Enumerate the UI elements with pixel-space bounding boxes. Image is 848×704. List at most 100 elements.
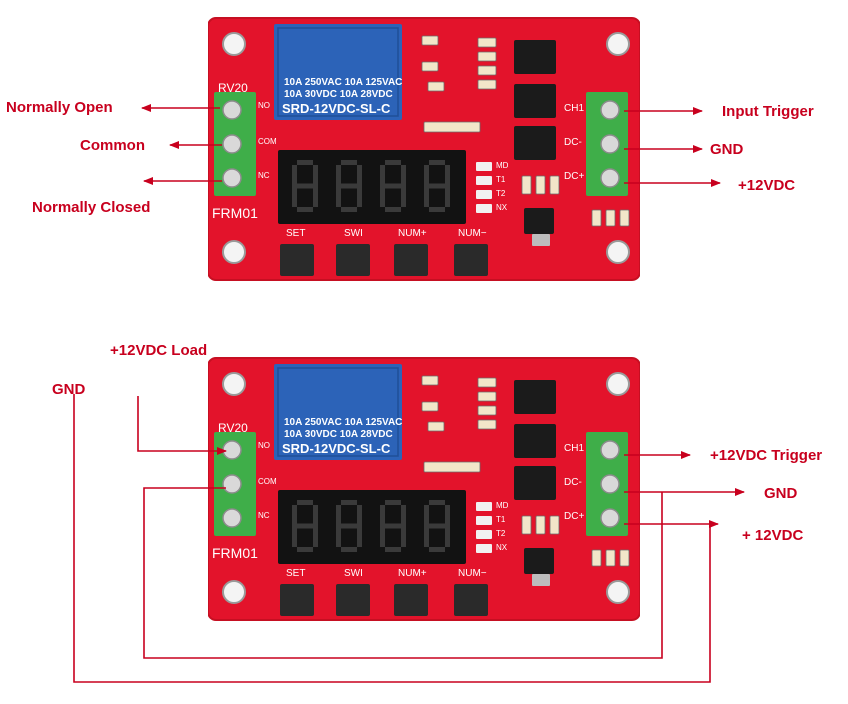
label-normally-open: Normally Open	[6, 99, 113, 116]
display-segment	[341, 160, 357, 165]
display-segment	[429, 160, 445, 165]
ic-chip	[514, 126, 556, 160]
wire-load	[137, 396, 227, 455]
label-common: Common	[80, 137, 145, 154]
display-segment	[385, 523, 401, 529]
terminal-screw	[600, 474, 620, 494]
relay-body	[274, 24, 402, 120]
num-minus-button[interactable]	[454, 244, 488, 276]
regulator-tab	[532, 234, 550, 246]
num-plus-button[interactable]	[394, 584, 428, 616]
display-segment	[401, 165, 406, 186]
display-segment	[385, 183, 401, 189]
display-segment	[380, 165, 385, 186]
display-segment	[424, 505, 429, 526]
display-segment	[297, 160, 313, 165]
display-segment	[429, 207, 445, 212]
display-segment	[336, 526, 341, 547]
display-segment	[429, 500, 445, 505]
display-segment	[313, 505, 318, 526]
dc-plus-label: DC+	[564, 511, 585, 522]
display-segment	[445, 526, 450, 547]
label-12vdc-bottom: + 12VDC	[742, 527, 804, 544]
display-segment	[341, 523, 357, 529]
frm-label: FRM01	[212, 545, 258, 561]
num-plus-label: NUM+	[398, 568, 427, 579]
t2-label: T2	[496, 529, 506, 538]
display-segment	[297, 183, 313, 189]
display-segment	[341, 500, 357, 505]
relay-rating-2: 10A 30VDC 10A 28VDC	[284, 89, 393, 100]
terminal-screw	[600, 134, 620, 154]
swi-button[interactable]	[336, 584, 370, 616]
t2-label: T2	[496, 189, 506, 198]
relay-rating-1: 10A 250VAC 10A 125VAC	[284, 417, 403, 428]
label-gnd-top: GND	[710, 141, 744, 158]
label-gnd-left: GND	[52, 381, 86, 398]
no-label: NO	[258, 101, 270, 110]
board-graphic	[208, 357, 640, 621]
md-label: MD	[496, 161, 509, 170]
display-segment	[401, 505, 406, 526]
num-plus-button[interactable]	[394, 244, 428, 276]
display-segment	[341, 547, 357, 552]
num-minus-button[interactable]	[454, 584, 488, 616]
display-segment	[297, 523, 313, 529]
mount-hole	[222, 32, 246, 56]
display-segment	[380, 186, 385, 207]
display-segment	[380, 505, 385, 526]
relay-rating-2: 10A 30VDC 10A 28VDC	[284, 429, 393, 440]
terminal-screw	[222, 508, 242, 528]
com-label: COM	[258, 477, 277, 486]
rv-label: RV20	[218, 81, 248, 95]
terminal-screw	[222, 474, 242, 494]
num-minus-label: NUM−	[458, 568, 487, 579]
nx-label: NX	[496, 543, 508, 552]
seven-segment-display	[278, 490, 466, 564]
display-segment	[401, 186, 406, 207]
set-button[interactable]	[280, 244, 314, 276]
dc-minus-label: DC-	[564, 137, 582, 148]
t1-label: T1	[496, 515, 506, 524]
label-12vdc-top: +12VDC	[738, 177, 796, 194]
swi-button[interactable]	[336, 244, 370, 276]
display-segment	[357, 165, 362, 186]
display-segment	[429, 547, 445, 552]
display-segment	[357, 186, 362, 207]
display-segment	[292, 186, 297, 207]
display-segment	[385, 547, 401, 552]
terminal-screw	[600, 100, 620, 120]
display-segment	[445, 505, 450, 526]
display-segment	[424, 186, 429, 207]
relay-body	[274, 364, 402, 460]
display-segment	[292, 526, 297, 547]
ic-chip	[514, 40, 556, 74]
relay-board-top: 10A 250VAC 10A 125VAC 10A 30VDC 10A 28VD…	[208, 14, 640, 284]
nc-label: NC	[258, 511, 270, 520]
regulator-tab	[532, 574, 550, 586]
mount-hole	[606, 32, 630, 56]
nc-label: NC	[258, 171, 270, 180]
terminal-screw	[222, 100, 242, 120]
wire-gnd-loop	[73, 394, 711, 683]
display-segment	[336, 505, 341, 526]
display-segment	[424, 165, 429, 186]
display-segment	[336, 186, 341, 207]
display-segment	[313, 526, 318, 547]
label-input-trigger: Input Trigger	[722, 103, 814, 120]
nx-label: NX	[496, 203, 508, 212]
set-button[interactable]	[280, 584, 314, 616]
ic-chip	[514, 380, 556, 414]
label-gnd-right: GND	[764, 485, 798, 502]
display-segment	[292, 165, 297, 186]
display-segment	[429, 523, 445, 529]
md-label: MD	[496, 501, 509, 510]
regulator	[524, 548, 554, 574]
display-segment	[424, 526, 429, 547]
label-12vdc-trigger: +12VDC Trigger	[710, 447, 823, 464]
regulator	[524, 208, 554, 234]
frm-label: FRM01	[212, 205, 258, 221]
display-segment	[341, 183, 357, 189]
ic-chip	[514, 466, 556, 500]
